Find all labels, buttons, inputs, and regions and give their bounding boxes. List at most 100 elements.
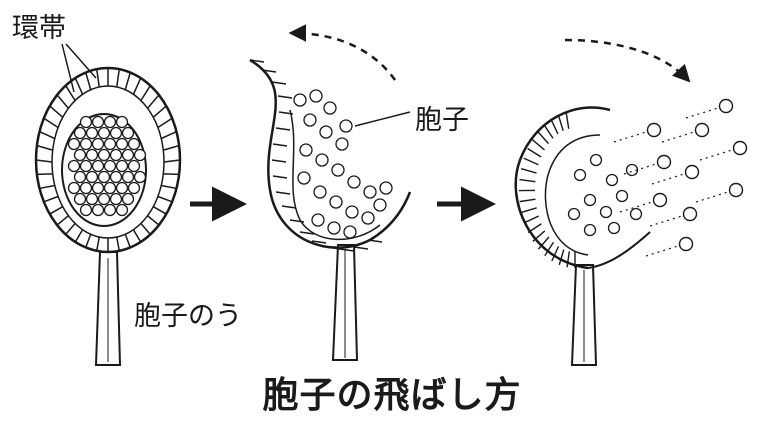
spore bbox=[303, 113, 317, 127]
spore bbox=[327, 221, 341, 235]
annulus-segment bbox=[161, 184, 177, 190]
annulus-segment bbox=[299, 231, 315, 235]
spore bbox=[115, 137, 129, 151]
spore-pointer-line bbox=[354, 111, 411, 127]
annulus-segment bbox=[160, 130, 177, 140]
annulus-segment bbox=[74, 77, 84, 95]
spore bbox=[103, 137, 117, 151]
annulus-segment bbox=[565, 112, 570, 129]
annulus-segment bbox=[36, 173, 53, 176]
annulus-label: 環帯 bbox=[12, 13, 66, 44]
spore bbox=[103, 181, 117, 195]
sporangium-opening bbox=[249, 58, 412, 361]
spore bbox=[319, 125, 333, 139]
spore bbox=[67, 159, 81, 173]
spore bbox=[121, 192, 135, 206]
spore bbox=[625, 163, 639, 177]
spore bbox=[615, 189, 629, 203]
spore bbox=[607, 221, 621, 235]
annulus-segment bbox=[157, 117, 173, 129]
spore bbox=[115, 115, 129, 129]
curved-dashed-arrow-icon bbox=[564, 38, 691, 83]
annulus-segment bbox=[43, 195, 59, 203]
spore bbox=[85, 148, 99, 162]
spore-cluster bbox=[293, 89, 393, 239]
spore bbox=[91, 159, 105, 173]
spore bbox=[347, 175, 361, 189]
annulus-segment bbox=[124, 72, 131, 90]
annulus-segment bbox=[49, 105, 64, 118]
spore-trail bbox=[613, 131, 647, 143]
annulus-segment bbox=[543, 124, 554, 139]
annulus-segment bbox=[557, 115, 564, 131]
annulus-segment bbox=[566, 251, 571, 268]
annulus-pointer-line bbox=[65, 43, 97, 79]
annulus-segment bbox=[275, 127, 291, 131]
spore bbox=[678, 236, 694, 252]
spore bbox=[127, 181, 141, 195]
annulus-segment bbox=[36, 144, 53, 151]
annulus-segment bbox=[35, 159, 53, 163]
annulus-segment bbox=[281, 205, 297, 209]
spore-cluster bbox=[567, 153, 643, 237]
spore bbox=[573, 168, 587, 182]
spore bbox=[67, 137, 81, 151]
spore bbox=[121, 170, 135, 184]
spore bbox=[345, 205, 359, 219]
spore bbox=[67, 181, 81, 195]
annulus-segment bbox=[289, 219, 305, 223]
annulus-segment bbox=[551, 246, 560, 262]
annulus-segment bbox=[147, 94, 160, 109]
annulus-segment bbox=[43, 117, 59, 129]
annulus-segment bbox=[271, 81, 287, 85]
spore bbox=[127, 137, 141, 151]
annulus-segment bbox=[325, 246, 341, 250]
spore bbox=[315, 153, 329, 167]
annulus-segment bbox=[261, 69, 277, 73]
annulus-segment bbox=[272, 143, 288, 147]
annulus-segment bbox=[65, 85, 76, 101]
annulus-segment bbox=[132, 229, 142, 243]
annulus-segment bbox=[249, 59, 265, 63]
spore bbox=[121, 148, 135, 162]
spore bbox=[73, 148, 87, 162]
spore bbox=[293, 93, 307, 107]
annulus-segment bbox=[163, 173, 180, 176]
annulus-segment bbox=[39, 130, 56, 140]
spore bbox=[73, 170, 87, 184]
annulus-segment bbox=[339, 248, 355, 252]
spore bbox=[605, 173, 619, 187]
spore-cluster bbox=[67, 115, 147, 217]
spore bbox=[311, 213, 325, 227]
spore-trail bbox=[649, 215, 683, 227]
annulus-ring bbox=[249, 59, 383, 252]
spore-trail bbox=[699, 149, 733, 161]
spore bbox=[133, 170, 147, 184]
spore bbox=[583, 223, 597, 237]
spore bbox=[656, 154, 672, 170]
spore bbox=[103, 159, 117, 173]
annulus-ring bbox=[518, 112, 576, 268]
annulus-segment bbox=[124, 234, 131, 248]
spore bbox=[121, 126, 135, 140]
annulus-segment bbox=[521, 207, 537, 214]
spore bbox=[297, 171, 311, 185]
spore bbox=[91, 203, 105, 217]
annulus-segment bbox=[56, 215, 69, 226]
spore bbox=[103, 115, 117, 129]
spore bbox=[91, 137, 105, 151]
spore bbox=[115, 181, 129, 195]
spore bbox=[373, 198, 387, 212]
annulus-segment bbox=[152, 105, 167, 118]
sporangium-closed bbox=[34, 66, 182, 366]
spore bbox=[85, 170, 99, 184]
spore bbox=[567, 207, 581, 221]
spore bbox=[599, 205, 613, 219]
spore bbox=[85, 126, 99, 140]
spore bbox=[97, 192, 111, 206]
spore bbox=[109, 192, 123, 206]
spore bbox=[103, 203, 117, 217]
spore bbox=[85, 192, 99, 206]
